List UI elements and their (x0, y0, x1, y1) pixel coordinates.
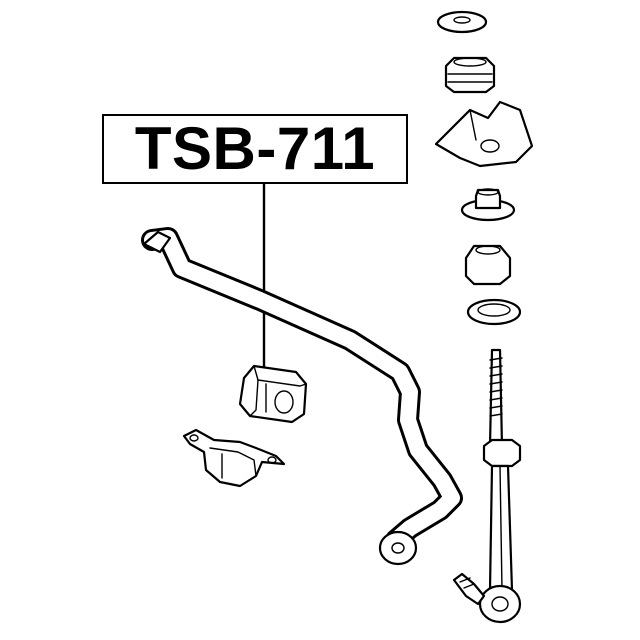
bracket-icon (182, 428, 286, 488)
bushing-stack-icon (434, 56, 534, 326)
part-number-label: TSB-711 (102, 114, 408, 184)
bushing-icon (238, 364, 308, 424)
washer-icon (436, 10, 488, 34)
stabilizer-bar-icon (141, 227, 463, 566)
link-rod-icon (452, 348, 522, 624)
